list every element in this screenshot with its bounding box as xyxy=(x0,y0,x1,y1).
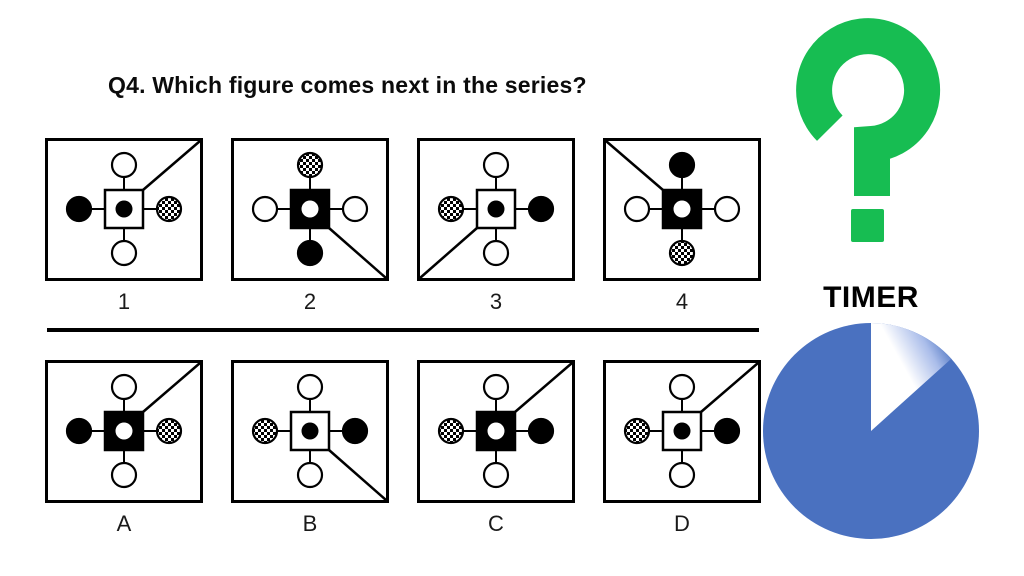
timer-pie-chart xyxy=(758,318,984,544)
diagonal-line-top-right xyxy=(142,140,201,191)
circle-right-checker xyxy=(155,195,183,223)
center-dot-black xyxy=(301,422,319,440)
center-dot-black xyxy=(115,200,133,218)
series-figure-4: 4 xyxy=(603,138,761,315)
question-mark-svg xyxy=(796,18,941,242)
series-figure-2: 2 xyxy=(231,138,389,315)
figure-label-3: 3 xyxy=(489,289,503,314)
question-title: Q4. Which figure comes next in the serie… xyxy=(108,72,587,98)
option-label-d: D xyxy=(674,511,690,536)
circle-bottom-black xyxy=(296,239,324,267)
circle-top-white xyxy=(482,151,510,179)
diagonal-line-top-right xyxy=(142,362,201,413)
separator-line xyxy=(47,328,759,332)
timer-pie-elapsed-wedge xyxy=(871,322,952,431)
center-dot-white xyxy=(673,200,691,218)
circle-right-white xyxy=(713,195,741,223)
circle-top-checker xyxy=(296,151,324,179)
figure-label-4: 4 xyxy=(675,289,689,314)
figure-canvas xyxy=(45,138,203,281)
circle-left-black xyxy=(65,195,93,223)
series-figure-1: 1 xyxy=(45,138,203,315)
center-dot-black xyxy=(487,200,505,218)
diagonal-line-bottom-left xyxy=(419,227,478,279)
circle-top-black xyxy=(668,151,696,179)
center-dot-white xyxy=(487,422,505,440)
question-mark-dot xyxy=(851,209,884,242)
circle-top-white xyxy=(296,373,324,401)
center-dot-black xyxy=(673,422,691,440)
option-figure-d[interactable]: D xyxy=(603,360,761,537)
timer-pie-svg xyxy=(763,322,979,539)
circle-left-checker xyxy=(437,195,465,223)
circle-bottom-white xyxy=(110,239,138,267)
figure-canvas xyxy=(231,360,389,503)
circle-top-white xyxy=(668,373,696,401)
diagonal-line-top-right xyxy=(700,362,759,413)
circle-bottom-white xyxy=(482,239,510,267)
circle-left-white xyxy=(251,195,279,223)
circle-bottom-checker xyxy=(668,239,696,267)
circle-left-checker xyxy=(437,417,465,445)
option-figure-a[interactable]: A xyxy=(45,360,203,537)
option-label-c: C xyxy=(488,511,504,536)
center-dot-white xyxy=(115,422,133,440)
circle-right-checker xyxy=(155,417,183,445)
circle-bottom-white xyxy=(668,461,696,489)
figure-canvas xyxy=(45,360,203,503)
diagonal-line-bottom-right xyxy=(328,449,387,501)
circle-right-black xyxy=(527,195,555,223)
circle-left-checker xyxy=(623,417,651,445)
circle-right-black xyxy=(527,417,555,445)
circle-left-checker xyxy=(251,417,279,445)
center-dot-white xyxy=(301,200,319,218)
series-figure-3: 3 xyxy=(417,138,575,315)
circle-right-white xyxy=(341,195,369,223)
option-figure-b[interactable]: B xyxy=(231,360,389,537)
figure-label-2: 2 xyxy=(303,289,317,314)
figure-canvas xyxy=(231,138,389,281)
option-figure-c[interactable]: C xyxy=(417,360,575,537)
circle-bottom-white xyxy=(296,461,324,489)
circle-left-black xyxy=(65,417,93,445)
figure-canvas xyxy=(603,138,761,281)
question-mark-curve xyxy=(796,18,941,196)
figure-canvas xyxy=(603,360,761,503)
figure-canvas xyxy=(417,360,575,503)
circle-right-black xyxy=(341,417,369,445)
circle-top-white xyxy=(110,373,138,401)
diagonal-line-top-left xyxy=(605,140,664,191)
figure-label-1: 1 xyxy=(117,289,131,314)
circle-left-white xyxy=(623,195,651,223)
circle-bottom-white xyxy=(110,461,138,489)
circle-top-white xyxy=(110,151,138,179)
timer-label: TIMER xyxy=(823,281,919,314)
option-label-b: B xyxy=(302,511,318,536)
option-label-a: A xyxy=(116,511,132,536)
circle-top-white xyxy=(482,373,510,401)
circle-bottom-white xyxy=(482,461,510,489)
circle-right-black xyxy=(713,417,741,445)
diagonal-line-bottom-right xyxy=(328,227,387,279)
question-mark-icon xyxy=(780,5,950,255)
diagonal-line-top-right xyxy=(514,362,573,413)
figure-canvas xyxy=(417,138,575,281)
